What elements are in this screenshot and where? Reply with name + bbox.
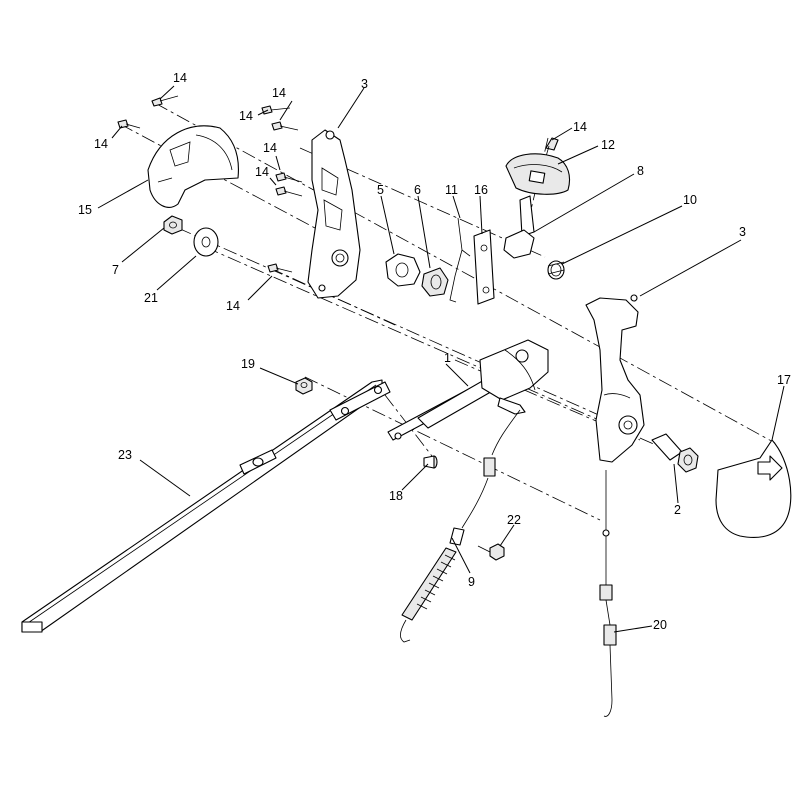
callout-1: 1: [444, 351, 451, 365]
part-2-bolt: [651, 433, 699, 473]
part-1-lever: [387, 339, 549, 441]
callout-10: 10: [683, 193, 697, 207]
part-5-cam: [385, 253, 421, 287]
callout-14: 14: [173, 71, 187, 85]
callouts: 14 14 14 14 14 14 14 14 3 3 15 7 21 5 6 …: [78, 71, 791, 632]
callout-9: 9: [468, 575, 475, 589]
part-22-bolt: [477, 543, 505, 561]
part-6-bushing: [421, 267, 449, 297]
callout-19: 19: [241, 357, 255, 371]
part-3-bracket-left: [307, 129, 361, 299]
callout-15: 15: [78, 203, 92, 217]
callout-6: 6: [414, 183, 421, 197]
callout-20: 20: [653, 618, 667, 632]
part-8-plunger: [503, 195, 535, 259]
callout-14: 14: [226, 299, 240, 313]
part-15-shroud-left: [147, 125, 239, 208]
callout-5: 5: [377, 183, 384, 197]
callout-7: 7: [112, 263, 119, 277]
callout-11: 11: [445, 183, 458, 197]
callout-14: 14: [272, 86, 286, 100]
part-23-drive-rod: [21, 379, 391, 633]
callout-14: 14: [239, 109, 253, 123]
callout-23: 23: [118, 448, 132, 462]
part-19-nut: [295, 377, 313, 395]
part-3-bracket-right: [585, 294, 645, 463]
callout-16: 16: [474, 183, 488, 197]
callout-8: 8: [637, 164, 644, 178]
callout-21: 21: [144, 291, 158, 305]
callout-14: 14: [255, 165, 269, 179]
callout-3: 3: [361, 77, 368, 91]
part-7-nut: [163, 215, 183, 235]
callout-2: 2: [674, 503, 681, 517]
callout-18: 18: [389, 489, 403, 503]
callout-3: 3: [739, 225, 746, 239]
callout-22: 22: [507, 513, 521, 527]
callout-14: 14: [573, 120, 587, 134]
part-9-cable: [400, 409, 521, 643]
part-11-spring: [449, 217, 471, 303]
callout-14: 14: [263, 141, 277, 155]
callout-17: 17: [777, 373, 791, 387]
part-16-plate: [473, 229, 495, 305]
leader-lines: [97, 85, 785, 633]
callout-12: 12: [601, 138, 615, 152]
part-21-washer: [193, 227, 219, 257]
part-17-shroud-right: [715, 439, 792, 538]
part-20-cable: [599, 470, 617, 717]
callout-14: 14: [94, 137, 108, 151]
part-12-knob: [505, 153, 571, 195]
part-10-spring: [547, 260, 565, 280]
